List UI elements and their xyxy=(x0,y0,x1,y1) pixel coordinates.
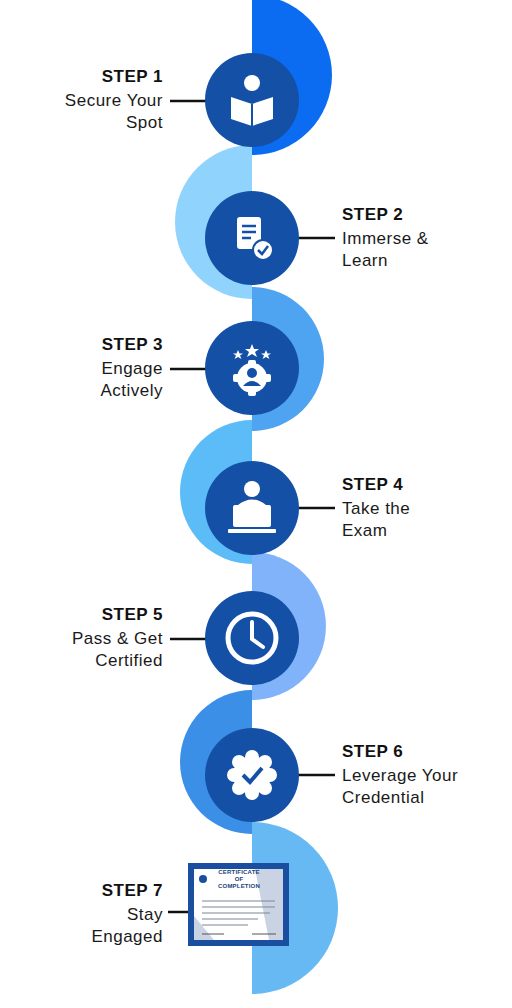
step-title: Engage Actively xyxy=(53,358,163,402)
leader-lines xyxy=(168,101,335,912)
step-heading: STEP 5 xyxy=(102,604,163,626)
exam-desk-icon xyxy=(228,481,276,533)
circle-outline xyxy=(205,191,299,285)
step-circle-shape xyxy=(205,191,299,285)
document-check-icon xyxy=(237,217,273,260)
circle-outline xyxy=(205,461,299,555)
reader-icon xyxy=(231,75,273,126)
step-circle-shape xyxy=(205,321,299,415)
step-heading: STEP 2 xyxy=(342,204,403,226)
team-gear-icon xyxy=(233,344,271,396)
step-circle-shape xyxy=(205,53,299,147)
step-circle: STEP 2Immerse & Learn xyxy=(205,191,299,285)
step-heading: STEP 7 xyxy=(102,880,163,902)
leader-line xyxy=(298,237,335,240)
step-circle: STEP 3Engage Actively xyxy=(205,321,299,415)
certificate-box: STEP 7Stay Engaged xyxy=(188,863,289,946)
badge-check-icon xyxy=(227,750,277,800)
step-circle: STEP 4Take the Exam xyxy=(205,461,299,555)
certificate-border xyxy=(188,863,289,946)
step-title: Leverage Your Credential xyxy=(342,765,482,809)
certificate-sheet xyxy=(194,869,283,940)
signature-line xyxy=(202,933,224,934)
leader-line xyxy=(298,507,335,510)
certificate-frame xyxy=(188,863,289,946)
certificate-text-line xyxy=(202,900,275,901)
step-heading: STEP 3 xyxy=(102,334,163,356)
step-circle: STEP 6Leverage Your Credential xyxy=(205,728,299,822)
step-circle: STEP 5Pass & Get Certified xyxy=(205,591,299,685)
step-title: Secure Your Spot xyxy=(38,90,163,134)
certificate-text-line xyxy=(202,924,248,925)
certificate-seal xyxy=(199,875,207,883)
leader-line xyxy=(298,774,335,777)
circle-outline xyxy=(205,591,299,685)
step-title: Immerse & Learn xyxy=(342,228,457,272)
certificate-decoration xyxy=(255,869,283,940)
clock-icon xyxy=(228,614,276,662)
certificate-text-line xyxy=(202,906,275,907)
circle-outline xyxy=(205,728,299,822)
step-title: Stay Engaged xyxy=(73,904,163,948)
circle-outline xyxy=(205,321,299,415)
step-circle-shape xyxy=(205,728,299,822)
band-segment xyxy=(252,822,338,994)
step-heading: STEP 6 xyxy=(342,741,403,763)
step-title: Take the Exam xyxy=(342,498,442,542)
leader-line xyxy=(170,638,206,641)
step-circle-shape xyxy=(205,591,299,685)
certificate-text-line xyxy=(202,912,270,913)
leader-line xyxy=(168,911,188,914)
step-heading: STEP 4 xyxy=(342,474,403,496)
step-heading: STEP 1 xyxy=(102,66,163,88)
certificate-decoration xyxy=(194,916,214,940)
step-circle: STEP 1Secure Your Spot xyxy=(205,53,299,147)
step-title: Pass & Get Certified xyxy=(48,628,163,672)
signature-line xyxy=(252,933,276,934)
leader-line xyxy=(170,368,206,371)
circle-outline xyxy=(205,53,299,147)
step-circle-shape xyxy=(205,461,299,555)
certificate-text-line xyxy=(202,918,258,919)
leader-line xyxy=(170,100,206,103)
